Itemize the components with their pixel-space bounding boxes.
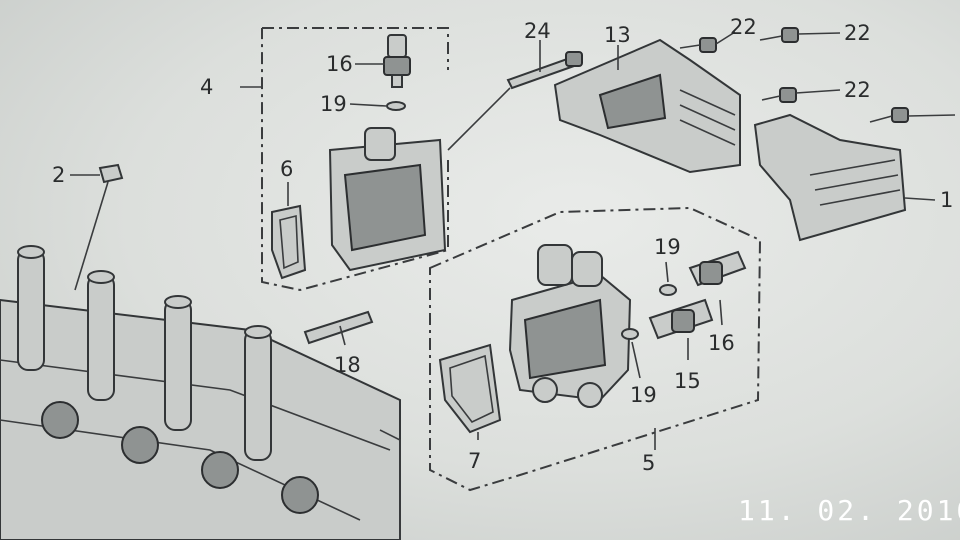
part-5-valve-body — [508, 244, 632, 408]
callout-16-top: 16 — [326, 52, 353, 76]
callout-6: 6 — [280, 157, 293, 181]
group-4-boundary — [261, 27, 449, 292]
part-22-bolt-b — [759, 27, 841, 43]
callout-1: 1 — [940, 188, 953, 212]
part-15-sensor — [648, 298, 714, 360]
callout-5: 5 — [642, 451, 655, 475]
callout-19-mid: 19 — [654, 235, 681, 259]
callout-18: 18 — [334, 353, 361, 377]
callout-22c: 22 — [844, 78, 871, 102]
group-5-boundary — [429, 206, 762, 492]
callout-22b: 22 — [844, 21, 871, 45]
photo-date-stamp: 11. 02. 2016 — [738, 494, 960, 527]
part-6-gasket — [271, 182, 307, 280]
callout-16-right: 16 — [708, 331, 735, 355]
part-19-low-washer — [621, 328, 639, 340]
part-13-bracket — [553, 38, 741, 174]
callout-2: 2 — [52, 163, 65, 187]
part-19-top-washer — [386, 101, 406, 111]
bolt-right — [869, 107, 956, 123]
part-2-clip — [70, 163, 124, 291]
callout-4: 4 — [200, 75, 213, 99]
part-1-cover — [753, 113, 936, 242]
part-4-spool-valve-assembly — [240, 86, 447, 272]
part-16-top-sensor — [355, 34, 411, 88]
callout-19-low: 19 — [630, 383, 657, 407]
callout-22a: 22 — [730, 15, 757, 39]
part-22-bolt-c — [761, 87, 841, 103]
part-22-bolt-a — [679, 31, 736, 53]
part-16-right-sensor — [688, 250, 747, 326]
part-18-stud — [303, 310, 374, 346]
callout-7: 7 — [468, 449, 481, 473]
callout-19-top: 19 — [320, 92, 347, 116]
cylinder-head — [0, 245, 401, 540]
part-7-gasket — [438, 343, 502, 440]
callout-24: 24 — [524, 19, 551, 43]
callout-13: 13 — [604, 23, 631, 47]
part-19-mid-washer — [659, 284, 677, 296]
part-24-bolt — [447, 40, 583, 151]
callout-15: 15 — [674, 369, 701, 393]
